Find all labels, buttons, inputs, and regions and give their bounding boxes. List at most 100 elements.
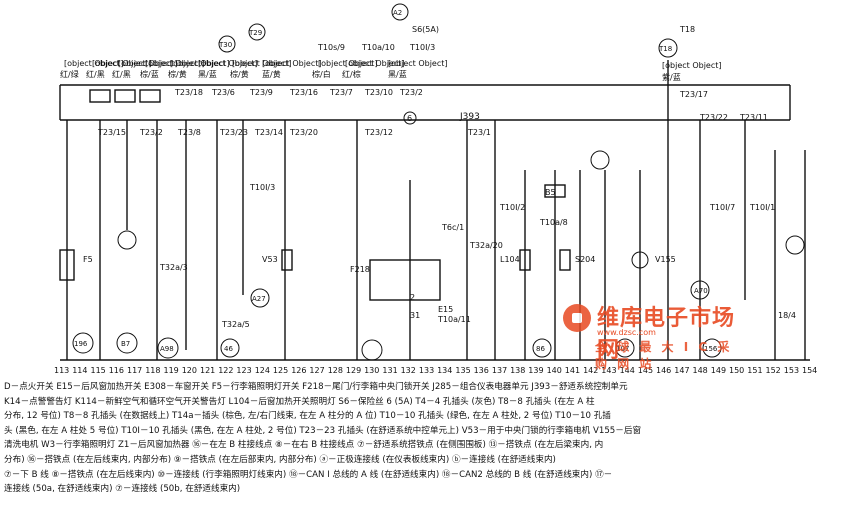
fuse-label: S6(5A) (412, 25, 439, 34)
wire-size: [object Object] (388, 59, 448, 68)
top-wire-labels: [object Object] [object Object] [object … (60, 59, 722, 82)
connector: T23/23 (219, 128, 248, 137)
wire-color: 黑/蓝 (198, 69, 217, 79)
component-label: E15 (438, 305, 453, 314)
vertical-wires (66, 60, 806, 360)
component-label: B5 (545, 188, 556, 197)
top-circle: T30 (218, 41, 232, 49)
component-label: T32a/3 (159, 263, 188, 272)
fuse-labels: S6(5A) F5 (83, 25, 439, 264)
ground-number: 134 (437, 366, 452, 375)
top-circle-conn: T10a/10 (361, 43, 395, 52)
component-label: V155 (655, 255, 676, 264)
component-label: T32a/20 (469, 241, 503, 250)
ground-number: 113 (54, 366, 69, 375)
connector: T23/2 (139, 128, 163, 137)
ground-number: 123 (236, 366, 251, 375)
connector: T23/11 (739, 113, 768, 122)
ground-number: 144 (620, 366, 635, 375)
ground-circles: 196 B7 A27 46 A98 86 107 156 A70 (72, 287, 722, 361)
component-label: V53 (262, 255, 278, 264)
ground-number: 131 (382, 366, 397, 375)
connector: T23/1 (467, 128, 491, 137)
ground-number: 122 (218, 366, 233, 375)
connector: T23/18 (174, 88, 203, 97)
ground-number: 145 (638, 366, 653, 375)
legend-line: 头 (黑色, 在左 A 柱处 5 号位) T10I－10 孔插头 (黑色, 在左… (4, 425, 642, 436)
component-label: S204 (575, 255, 595, 264)
ground-number: 126 (291, 366, 306, 375)
ground-number: 140 (547, 366, 562, 375)
legend-line: K14－点警警告灯 K114－新鲜空气和循环空气开关警告灯 L104－后窗加热开… (4, 396, 595, 407)
ground-number: 147 (674, 366, 689, 375)
wire-color: 黑/蓝 (388, 69, 407, 79)
mid-connectors: T23/15 T23/2 T23/8 T23/23 T23/14 T23/20 … (97, 113, 768, 137)
legend-line: 分布) ⑯－搭铁点 (在左后线束内, 内部分布) ⑨－搭铁点 (在左后部束内, … (4, 454, 556, 465)
connector: T23/6 (211, 88, 235, 97)
top-circle-conn: T10I/3 (409, 43, 435, 52)
ground-number: 139 (528, 366, 543, 375)
component-label: 31 (410, 311, 420, 320)
component-label: T10I/2 (499, 203, 525, 212)
ground-number: 114 (72, 366, 87, 375)
bus-label: J393 (459, 112, 480, 122)
wire-size: [object Object] (662, 61, 722, 70)
ground-circle: A98 (160, 345, 174, 353)
wire-size: [object Object] (64, 59, 124, 68)
ground-number: 150 (729, 366, 744, 375)
connector: T23/14 (254, 128, 283, 137)
ground-number: 129 (346, 366, 361, 375)
ground-number: 141 (565, 366, 580, 375)
component-label: T32a/5 (221, 320, 250, 329)
component-label: T10I/7 (709, 203, 735, 212)
ground-number: 121 (200, 366, 215, 375)
ground-number: 153 (784, 366, 799, 375)
top-circle: T29 (248, 29, 262, 37)
ground-circle: 86 (536, 345, 545, 353)
ground-number: 120 (182, 366, 197, 375)
ground-number: 124 (255, 366, 270, 375)
ground-number: 115 (91, 366, 106, 375)
ground-number: 127 (309, 366, 324, 375)
legend-text: D－点火开关 E15－后风窗加热开关 E308－车窗开关 F5－行李箱照明灯开关… (4, 380, 846, 518)
ground-circle: B7 (121, 340, 130, 348)
component-label: T6c/1 (441, 223, 464, 232)
wire-size: [object Object] (118, 59, 178, 68)
component-label: T10I/1 (749, 203, 775, 212)
top-circle-conn: T18 (679, 25, 695, 34)
connector: T23/9 (249, 88, 273, 97)
connector: T23/2 (399, 88, 423, 97)
legend-line: 分布, 12 号位) T8－8 孔插头 (在数据线上) T14a－插头 (棕色,… (4, 411, 611, 422)
connector: T23/16 (289, 88, 318, 97)
component-label: F218 (350, 265, 370, 274)
ground-number: 117 (127, 366, 142, 375)
wire-color: 红/棕 (342, 69, 361, 79)
ground-number: 137 (492, 366, 507, 375)
wire-size: [object Object] (92, 59, 152, 68)
top-circle: A2 (393, 9, 402, 17)
wire-color: 红/黑 (112, 69, 131, 79)
ground-number: 136 (474, 366, 489, 375)
ground-number: 148 (693, 366, 708, 375)
component-label: L104 (500, 255, 520, 264)
top-circle-group: A2 T30 T29 T18 T10s/9 T10a/10 T10I/3 T18 (218, 3, 695, 58)
ground-number: 128 (328, 366, 343, 375)
wiring-diagram: 6 J393 A2 T30 T29 T18 T10s/9 T10a/10 T10… (54, 3, 817, 375)
connector: T23/12 (364, 128, 393, 137)
component-label: T10I/3 (249, 183, 275, 192)
ground-number: 133 (419, 366, 434, 375)
component-label: 18/4 (778, 311, 796, 320)
ground-circle: 156 (704, 345, 718, 353)
connector: T23/17 (679, 90, 708, 99)
wire-color: 红/黑 (86, 69, 105, 79)
connector: T23/10 (364, 88, 393, 97)
connector: T23/15 (97, 128, 126, 137)
bus-circle-label: 6 (407, 114, 412, 123)
ground-number: 149 (711, 366, 726, 375)
wire-size: [object Object] (170, 59, 230, 68)
component-label: 2 (410, 293, 415, 302)
connector: T23/20 (289, 128, 318, 137)
wire-color: 棕/白 (312, 69, 331, 79)
ground-number: 118 (145, 366, 160, 375)
